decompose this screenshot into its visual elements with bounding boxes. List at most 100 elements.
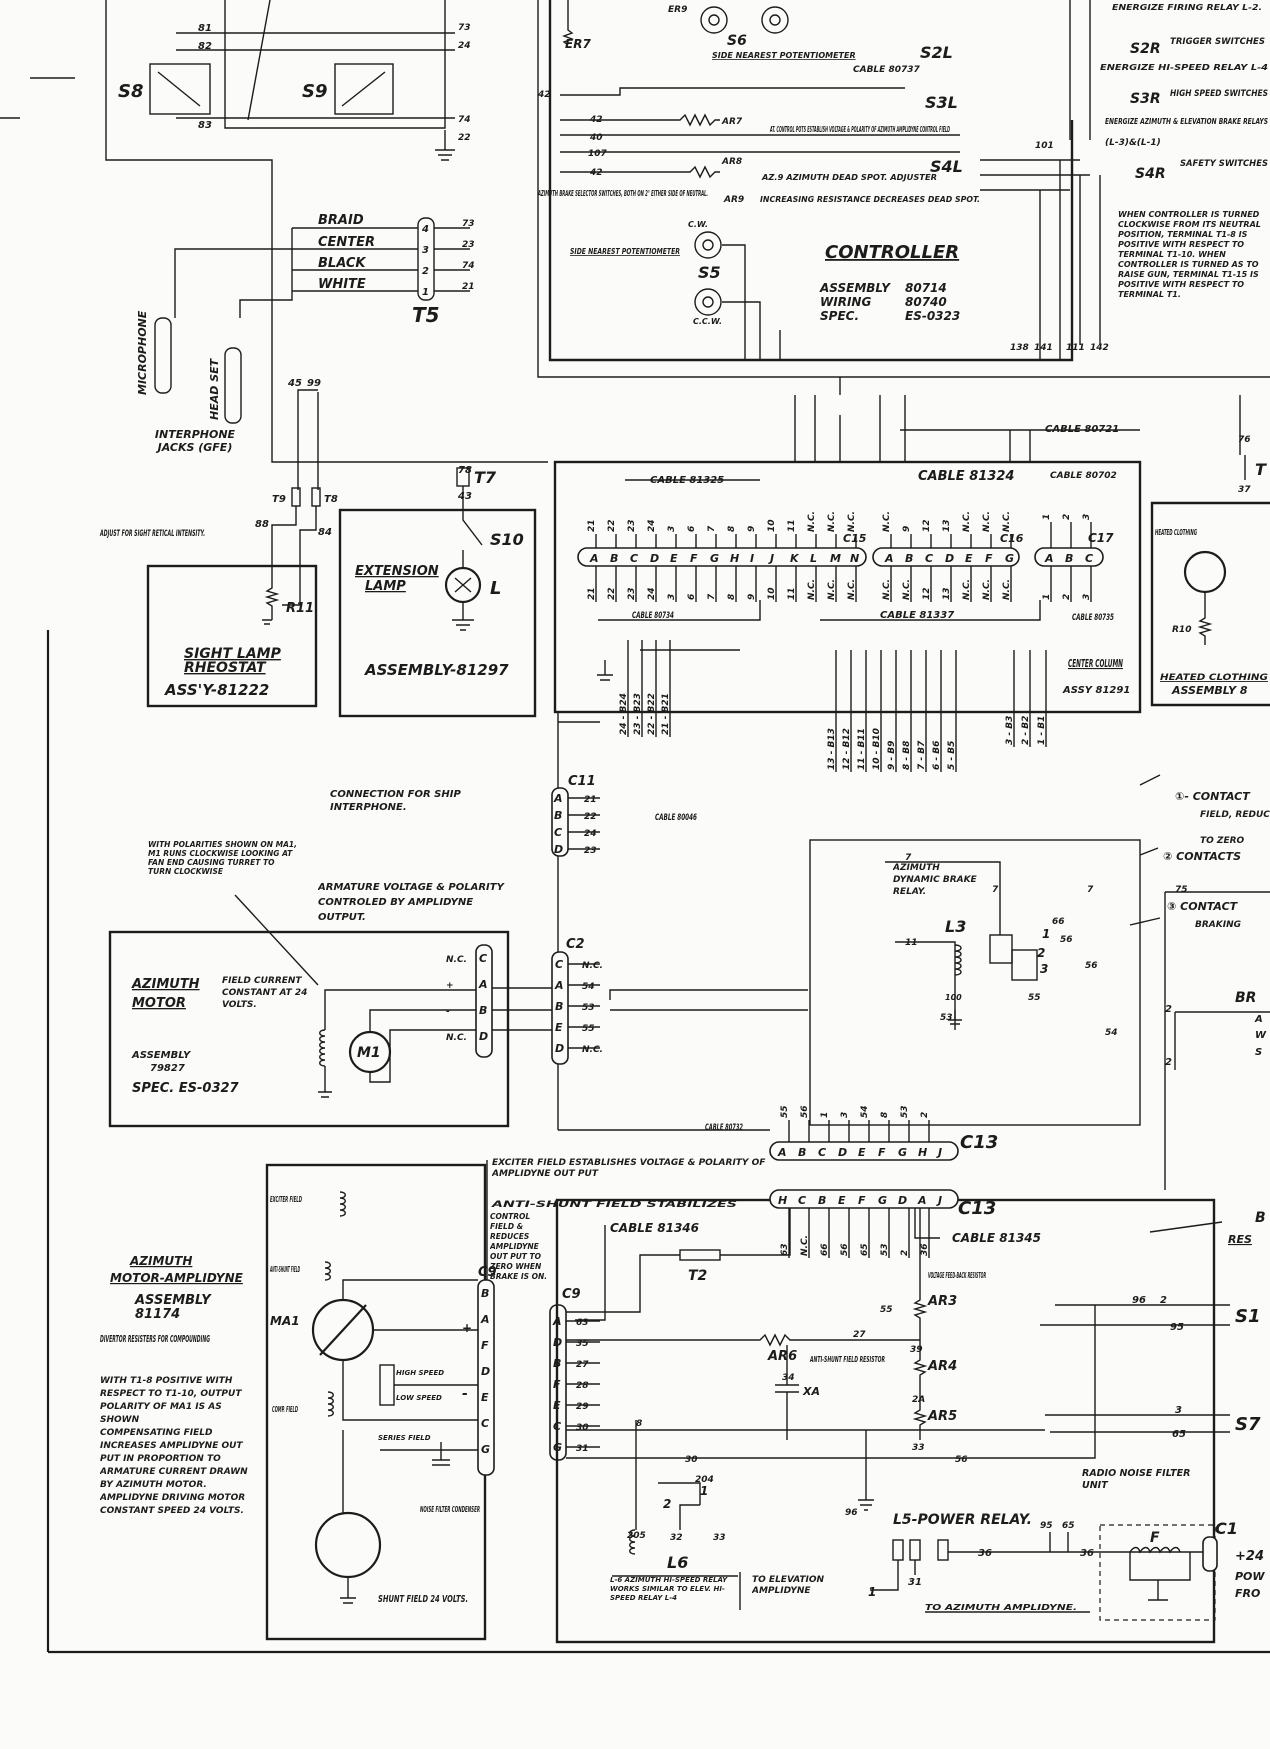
c15-top-wire-10: 10: [767, 519, 777, 532]
c13-lower-label: C13: [958, 1198, 996, 1219]
az-motor-assembly: ASSEMBLY: [131, 1050, 192, 1061]
az-motor-field-note: FIELD CURRENT CONSTANT AT 24 VOLTS.: [222, 976, 308, 1010]
lower-wire-33: 33: [912, 1443, 925, 1453]
c16-top-wire-2: 9: [902, 526, 912, 532]
c16-harness: [820, 600, 1041, 621]
c13-lower-pin-3: B: [818, 1194, 826, 1207]
c13-upper-wire-6: 8: [880, 1112, 890, 1118]
c15-bottom-wire-7: 7: [707, 593, 717, 600]
az9-label: AZ.9 AZIMUTH DEAD SPOT. ADJUSTER: [761, 173, 937, 182]
pow-label: POW: [1235, 1570, 1265, 1583]
lower-wire-34: 34: [782, 1373, 795, 1383]
c2-wire-1: N.C.: [582, 961, 603, 971]
cable-81337-label: CABLE 81337: [880, 610, 954, 621]
c9-wire-6: 30: [576, 1423, 589, 1433]
ar5-label: AR5: [927, 1409, 957, 1424]
c2-pin-2: A: [554, 979, 564, 992]
jacks-caption-box: INTERPHONE JACKS (GFE): [155, 428, 235, 454]
t5-label: T5: [412, 303, 440, 327]
c13-upper-wire-7: 53: [900, 1105, 910, 1118]
column-feed-wires: [794, 395, 1031, 462]
contact-block-1: [989, 934, 1013, 964]
l5-label: L5-POWER RELAY.: [893, 1512, 1032, 1528]
c15-pin-14: N: [850, 552, 859, 565]
m1-label: M1: [357, 1045, 381, 1061]
c15-pin-11: K: [790, 552, 800, 565]
at-control-pots: AT. CONTROL POTS ESTABLISH VOLTAGE & POL…: [770, 125, 951, 134]
microphone-jack: [154, 317, 172, 394]
b-left-label-3: 22 - B22: [647, 693, 657, 735]
c13-upper-pin-4: D: [838, 1146, 847, 1159]
c9-left-pin-1: B: [481, 1287, 489, 1300]
wire-37-label: 37: [1238, 485, 1251, 495]
amplidyne-assembly: ASSEMBLY: [134, 1293, 212, 1308]
wire-111-label: 111: [1066, 343, 1085, 353]
comp-field-label: COMP. FIELD: [272, 1405, 298, 1414]
s6-pot-right: [761, 6, 789, 34]
b-mid-label-1: 13 - B13: [827, 728, 837, 770]
wire-81-label: 81: [198, 23, 212, 34]
c16-pin-5: E: [965, 552, 973, 565]
t5-wire-21: 21: [462, 282, 475, 292]
c13-lower-wire-4: 56: [840, 1243, 850, 1256]
c17-bottom-wire-1: 1: [1042, 594, 1052, 600]
lower-wire-2a: 2A: [912, 1395, 925, 1405]
center-column: CABLE 80721 CABLE 81325 CABLE 81324 CABL…: [553, 395, 1267, 772]
note-arrows: [1129, 774, 1161, 926]
s4r-label: S4R: [1135, 166, 1166, 182]
az-motor-spec: SPEC. ES-0327: [132, 1081, 240, 1096]
wire-107-label: 107: [588, 149, 608, 159]
c2-wire-2: 54: [582, 982, 595, 992]
lamp-l-label: L: [490, 578, 501, 599]
extension-title-2: LAMP: [365, 579, 406, 594]
amplidyne-title-2: MOTOR-AMPLIDYNE: [110, 1271, 244, 1285]
lamp-filament: [454, 577, 472, 593]
lower-br-partial: B: [1255, 1210, 1266, 1226]
s7-wire-3: 3: [1175, 1405, 1182, 1416]
cable-81324-label: CABLE 81324: [918, 469, 1014, 484]
extension-lamp-box: [338, 508, 537, 718]
exciter-coil: [339, 1191, 346, 1217]
t5-body: [417, 217, 435, 301]
c15-bottom-wire-13: N.C.: [827, 579, 837, 600]
exciter-notes: EXCITER FIELD ESTABLISHES VOLTAGE & POLA…: [486, 1158, 765, 1330]
c9-left-pin-3: F: [481, 1339, 489, 1352]
c11-pin-2: B: [554, 809, 562, 822]
s7-wire-65: 65: [1172, 1429, 1186, 1440]
contact-3: 3: [1040, 962, 1048, 976]
c11-label: C11: [568, 774, 596, 789]
t5-wire-73: 73: [462, 219, 475, 229]
c9-amplidyne-connector: [477, 1279, 495, 1476]
l6-label: L6: [667, 1553, 688, 1572]
l3-coil: [954, 944, 962, 976]
wire-83-label: 83: [198, 120, 212, 131]
controller-wiring-no: 80740: [905, 295, 947, 309]
c2-pin-1: C: [555, 958, 563, 971]
c15-bottom-wire-5: 3: [667, 594, 677, 600]
s4l-label: S4L: [930, 157, 963, 176]
c2-wire-3: 53: [582, 1003, 595, 1013]
controller-title: CONTROLLER: [825, 242, 959, 263]
white-label: WHITE: [318, 277, 366, 292]
polarities-pointer: [234, 894, 319, 986]
controller-box: [548, 0, 1074, 362]
s10-label: S10: [490, 530, 524, 549]
noise-filter-label: NOISE FILTER CONDENSER: [420, 1505, 480, 1514]
c1-label: C1: [1215, 1519, 1238, 1538]
lower-wire-56: 56: [955, 1455, 968, 1465]
c13-lower-wire-2: N.C.: [800, 1235, 810, 1256]
ar3-ar4-ar5-chain: [912, 1208, 928, 1440]
t5-wire-23: 23: [462, 240, 475, 250]
c17-top-wire-3: 3: [1082, 514, 1092, 520]
t7-label: T7: [474, 468, 497, 487]
lower-wire-32: 32: [670, 1533, 683, 1543]
side-nearest-pot-a: SIDE NEAREST POTENTIOMETER: [712, 51, 856, 60]
microphone-label: MICROPHONE: [136, 310, 149, 395]
t5-pin-4: 4: [421, 224, 429, 235]
t5-input-wires: [292, 227, 418, 292]
c16-top-wire-6: N.C.: [982, 511, 992, 532]
